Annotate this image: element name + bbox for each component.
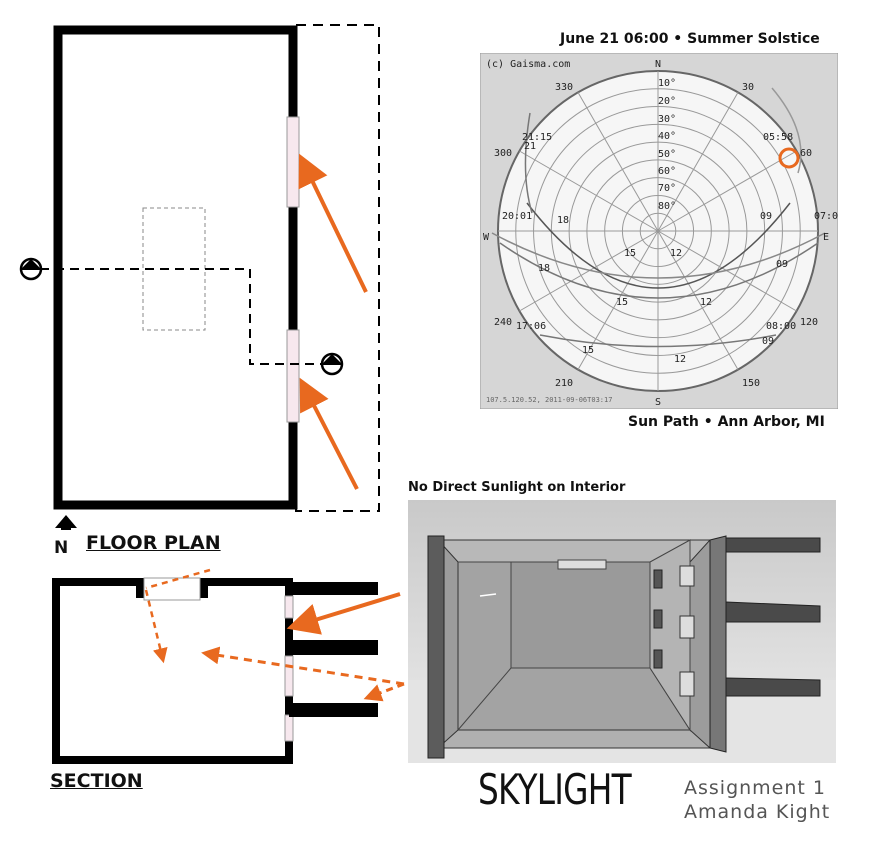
hour-label: 09	[760, 211, 772, 222]
assignment-label: Assignment 1	[684, 777, 826, 799]
compass-w: W	[483, 232, 490, 243]
compass-s: S	[655, 397, 661, 408]
section-title: SECTION	[50, 770, 143, 792]
sun-ray-arrow-1	[298, 153, 368, 293]
skylight-curb-right	[200, 578, 208, 598]
render-skylight	[557, 559, 607, 570]
skylight-ray-2	[144, 589, 168, 664]
hour-label: 09	[762, 336, 774, 347]
shading-fin-bottom	[289, 703, 378, 717]
section-cut-line	[40, 268, 325, 365]
bearing-label: 300	[494, 148, 512, 159]
plan-walls	[53, 25, 298, 510]
winter-path	[539, 334, 777, 348]
bearing-label: 30	[742, 82, 754, 93]
bearing-line	[657, 92, 739, 232]
bearing-label: 210	[555, 378, 573, 389]
current-sun-position	[778, 147, 800, 169]
sun-path-subtitle: Sun Path • Ann Arbor, MI	[628, 414, 825, 430]
sun-path-title: June 21 06:00 • Summer Solstice	[560, 31, 820, 47]
hour-label: 12	[700, 297, 712, 308]
ring-label: 20°	[658, 96, 676, 107]
section-marker-right	[320, 352, 344, 376]
sun-ray-arrow-2	[299, 377, 359, 490]
time-label: 05:58	[763, 132, 793, 143]
section-window-2	[284, 655, 294, 697]
north-label: N	[54, 538, 69, 558]
hour-label: 12	[670, 248, 682, 259]
skylight-curb-left	[136, 578, 144, 598]
ring-label: 40°	[658, 131, 676, 142]
bearing-label: 330	[555, 82, 573, 93]
time-label: 20:01	[502, 211, 532, 222]
ring-label: 50°	[658, 149, 676, 160]
equinox-path	[499, 242, 819, 299]
hour-label: 15	[624, 248, 636, 259]
ring-label: 30°	[658, 114, 676, 125]
bearing-line	[657, 230, 739, 370]
shading-fin-top	[289, 582, 378, 595]
time-label: 17:06	[516, 321, 546, 332]
section-reflected-ray	[201, 646, 405, 686]
compass-e: E	[823, 232, 829, 243]
time-label: 07:0	[814, 211, 838, 222]
overhang-outline	[295, 24, 380, 512]
bearing-label: 150	[742, 378, 760, 389]
hour-label: 12	[674, 354, 686, 365]
bearing-line	[519, 230, 659, 312]
solstice-path	[526, 202, 791, 289]
shading-fin-middle	[289, 640, 378, 655]
north-arrow-icon	[55, 515, 77, 530]
compass-n: N	[655, 59, 661, 70]
time-label: 21:15	[522, 132, 552, 143]
ring-label: 10°	[658, 78, 676, 89]
hour-label: 09	[776, 259, 788, 270]
floor-plan-title: FLOOR PLAN	[86, 532, 221, 554]
hour-label: 18	[557, 215, 569, 226]
bearing-line	[657, 150, 797, 232]
bearing-lines	[498, 71, 818, 391]
section-ray-tip	[363, 682, 405, 702]
bearing-line	[577, 92, 659, 232]
skylight-glass	[143, 577, 201, 601]
bearing-label: 120	[800, 317, 818, 328]
section-drawing	[52, 568, 405, 764]
section-walls	[52, 578, 293, 764]
bearing-line	[519, 150, 659, 232]
skylight-ray-1	[145, 568, 211, 590]
bearing-line	[577, 230, 659, 370]
author-name: Amanda Kight	[684, 801, 831, 823]
time-label: 08:00	[766, 321, 796, 332]
bearing-label: 60	[800, 148, 812, 159]
copyright-text: (c) Gaisma.com	[486, 59, 570, 70]
hour-label: 15	[582, 345, 594, 356]
section-sun-ray-solid	[286, 592, 401, 635]
section-window-1	[284, 595, 294, 619]
sun-path-diagram: (c) Gaisma.com 107.5.120.52, 2011-09-06T…	[480, 53, 838, 409]
hour-label: 15	[616, 297, 628, 308]
project-title: SKYLIGHT	[478, 765, 632, 814]
time-label: 21	[524, 141, 536, 152]
interior-render	[408, 500, 836, 763]
path-2	[491, 232, 826, 279]
bearing-label: 240	[494, 317, 512, 328]
floor-plan-drawing	[19, 24, 380, 530]
ring-label: 60°	[658, 166, 676, 177]
plan-window-1	[286, 116, 300, 208]
section-window-3	[284, 714, 294, 742]
section-marker-left	[19, 257, 43, 281]
ring-label: 70°	[658, 183, 676, 194]
hour-label: 18	[538, 263, 550, 274]
footer-text: 107.5.120.52, 2011-09-06T03:17	[486, 396, 612, 404]
render-caption: No Direct Sunlight on Interior	[408, 480, 626, 495]
ring-label: 80°	[658, 201, 676, 212]
plan-window-2	[286, 329, 300, 423]
